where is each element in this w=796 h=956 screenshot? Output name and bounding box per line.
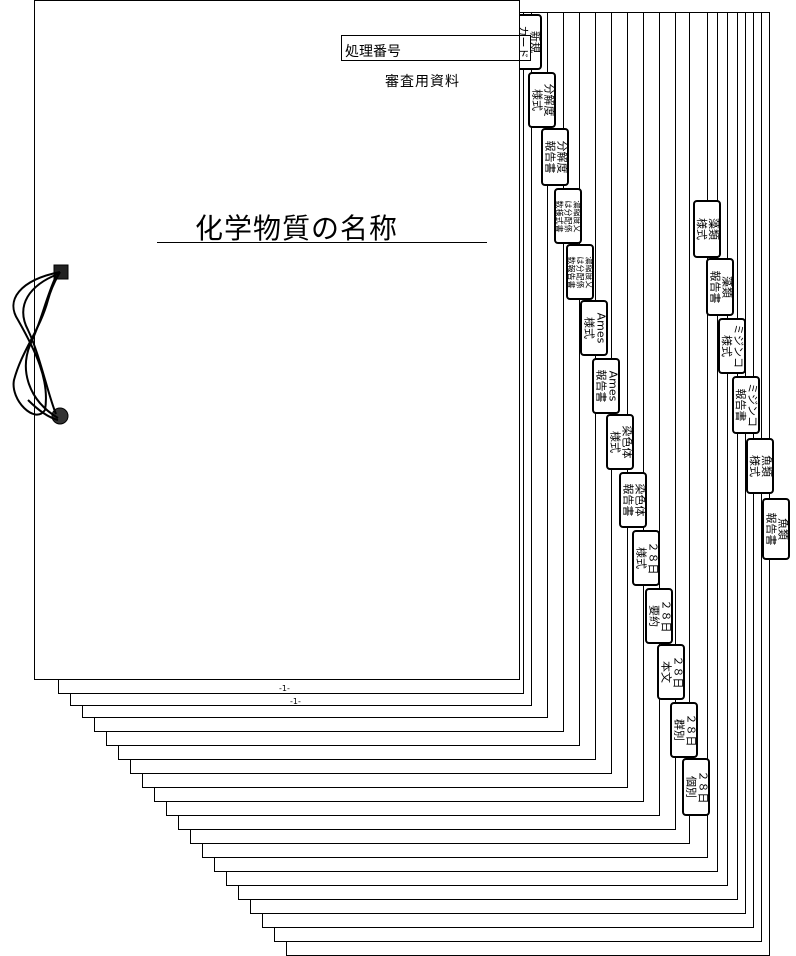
tab-label: 魚類 報告書 xyxy=(764,512,789,546)
tab-label: 染色体 様式 xyxy=(608,425,633,459)
binding-string-icon xyxy=(12,264,69,425)
tab-label: Ames 様式 xyxy=(582,312,607,344)
page-number: -1- xyxy=(279,684,290,693)
tab-chromosome-report[interactable]: 染色体 報告書 xyxy=(619,472,647,528)
page-number: -1- xyxy=(290,697,301,706)
chemical-name-title: 化学物質の名称 xyxy=(195,212,399,245)
tab-label: 藻類 様式 xyxy=(695,218,720,240)
tab-chromosome-form[interactable]: 染色体 様式 xyxy=(606,414,634,470)
tab-label: Ames 報告書 xyxy=(594,369,619,403)
tab-fish-form[interactable]: 魚類 様式 xyxy=(746,438,774,494)
tab-label: 染色体 報告書 xyxy=(621,483,646,517)
tab-28day-main[interactable]: ２８日 本文 xyxy=(657,644,685,700)
tab-label: ミジンコ 報告書 xyxy=(734,383,759,427)
tab-28day-summary[interactable]: ２８日 要約 xyxy=(645,588,673,644)
tab-label: 分解度 報告書 xyxy=(543,140,568,174)
tab-28day-form[interactable]: ２８日 様式 xyxy=(632,530,660,586)
tab-algae-form[interactable]: 藻類 様式 xyxy=(693,200,721,258)
tab-label: 魚類 様式 xyxy=(748,455,773,477)
tab-ames-form[interactable]: Ames 様式 xyxy=(580,300,608,356)
tab-degradation-report[interactable]: 分解度 報告書 xyxy=(541,128,569,186)
tab-label: 濃縮度又 は分配係 数様式書 xyxy=(554,200,582,232)
tab-label: ２８日 本文 xyxy=(659,655,684,689)
process-number-label: 処理番号 xyxy=(345,44,401,60)
tab-label: ２８日 群別 xyxy=(672,713,697,747)
tab-ames-report[interactable]: Ames 報告書 xyxy=(592,358,620,414)
tab-fish-report[interactable]: 魚類 報告書 xyxy=(762,498,790,560)
tab-28day-group[interactable]: ２８日 群別 xyxy=(670,702,698,758)
tab-label: ミジンコ 様式 xyxy=(720,324,745,368)
cover-page: 処理番号 審査用資料 化学物質の名称 xyxy=(34,0,531,680)
tab-label: ２８日 個別 xyxy=(684,770,709,804)
tab-algae-report[interactable]: 藻類 報告書 xyxy=(706,258,734,316)
tab-label: 分解度 様式 xyxy=(530,83,555,117)
tab-daphnia-report[interactable]: ミジンコ 報告書 xyxy=(732,376,760,434)
process-number-box: 処理番号 xyxy=(341,35,531,61)
tab-degradation-form[interactable]: 分解度 様式 xyxy=(528,72,556,128)
tab-label: 濃縮度又 は分配係 数報告書 xyxy=(566,256,594,288)
tab-concentration-form[interactable]: 濃縮度又 は分配係 数様式書 xyxy=(554,188,582,244)
review-material-label: 審査用資料 xyxy=(385,74,460,90)
title-underline xyxy=(157,242,487,243)
tab-label: ２８日 様式 xyxy=(634,541,659,575)
tab-label: 藻類 報告書 xyxy=(708,270,733,304)
tab-label: ２８日 要約 xyxy=(647,599,672,633)
tab-concentration-report[interactable]: 濃縮度又 は分配係 数報告書 xyxy=(566,244,594,300)
tab-daphnia-form[interactable]: ミジンコ 様式 xyxy=(718,318,746,374)
tab-28day-individual[interactable]: ２８日 個別 xyxy=(682,758,710,816)
